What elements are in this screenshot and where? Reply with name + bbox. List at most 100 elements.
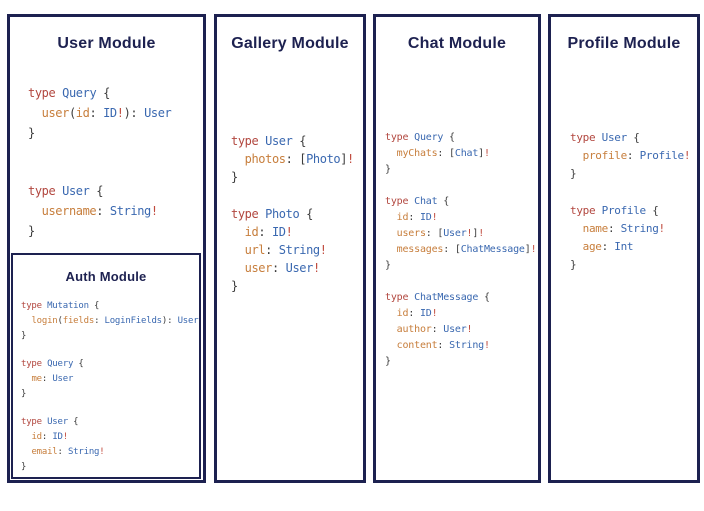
code-line: author: User!	[385, 322, 536, 338]
code-token: }	[28, 224, 35, 238]
code-line: type Profile {	[570, 202, 690, 220]
code-token: !	[530, 244, 537, 255]
code-block: type ChatMessage { id: ID! author: User!…	[385, 290, 536, 370]
code-token: String	[278, 243, 320, 257]
code-token: {	[89, 184, 104, 198]
code-line: id: ID!	[385, 306, 536, 322]
code-token: }	[385, 356, 391, 367]
panel-title: Chat Module	[407, 35, 507, 52]
code-token	[28, 204, 42, 218]
code-line: content: String!	[385, 338, 536, 354]
code-token: :	[601, 240, 615, 253]
code-token: : [	[437, 148, 455, 159]
code-token: User	[177, 316, 199, 326]
code-token: Photo	[306, 152, 341, 166]
code-line: }	[385, 162, 536, 178]
code-token: !	[431, 212, 438, 223]
code-token: !	[150, 204, 158, 218]
code-token: type	[385, 292, 409, 303]
code-token: ID	[52, 432, 63, 442]
code-token: User	[443, 228, 467, 239]
code-block: type Query { user(id: ID!): User}	[28, 83, 172, 143]
code-token: !	[484, 340, 490, 351]
code-token: !	[466, 324, 473, 335]
code-line: type ChatMessage {	[385, 290, 536, 306]
code-token: Query	[47, 359, 74, 369]
code-line: age: Int	[570, 238, 690, 256]
code-token: Profile	[639, 149, 685, 162]
code-token	[385, 340, 397, 351]
code-token: ID	[419, 212, 432, 223]
code-token: {	[645, 204, 659, 217]
code-token	[21, 432, 31, 442]
code-token: String	[449, 340, 484, 351]
code-token: }	[570, 258, 577, 271]
code-line: user(id: ID!): User	[28, 103, 172, 123]
code-line: type User {	[231, 132, 354, 150]
code-line: messages: [ChatMessage]!	[385, 242, 537, 258]
code-token: {	[88, 301, 100, 311]
code-token: }	[385, 164, 391, 175]
code-block: type Query { me: User}	[21, 357, 198, 402]
code-line: type User {	[28, 181, 171, 201]
code-token: User	[601, 131, 628, 144]
code-line: id: ID!	[385, 210, 536, 226]
code-token: :	[437, 340, 450, 351]
code-token: myChats	[396, 148, 438, 159]
code-token: }	[21, 331, 27, 341]
code-token: type	[570, 204, 596, 217]
code-token: :	[265, 243, 279, 257]
code-token: user	[41, 106, 70, 120]
code-token	[231, 152, 245, 166]
code-token: ChatMessage	[414, 292, 479, 303]
code-line: id: ID!	[231, 223, 354, 241]
code-line: url: String!	[231, 241, 354, 259]
code-token	[231, 225, 245, 239]
schema-code: type Query { myChats: [Chat]!}type Chat …	[385, 130, 537, 370]
code-token: Mutation	[47, 301, 89, 311]
code-token: content	[396, 340, 438, 351]
code-line: myChats: [Chat]!	[385, 146, 536, 162]
code-token: type	[385, 132, 409, 143]
code-block: type User { username: String!}	[28, 181, 171, 241]
code-token: }	[385, 260, 391, 271]
code-line: id: ID!	[21, 430, 198, 445]
code-token: Query	[414, 132, 444, 143]
code-token: ]	[478, 148, 484, 159]
code-token: : [	[425, 228, 444, 239]
code-token: :	[258, 225, 272, 239]
code-token	[385, 148, 397, 159]
code-token: type	[21, 301, 42, 311]
code-line: type User {	[21, 415, 198, 430]
code-line: login(fields: LoginFields): User	[21, 314, 198, 329]
code-token: Int	[614, 240, 634, 253]
code-token: url	[244, 243, 266, 257]
code-token: }	[570, 167, 577, 180]
code-line: type Mutation {	[21, 299, 198, 314]
code-token: ID	[419, 308, 432, 319]
code-token: {	[292, 134, 307, 148]
code-token: ChatMessage	[460, 244, 525, 255]
code-token: :	[626, 149, 640, 162]
code-token: name	[582, 222, 609, 235]
code-block: type Profile { name: String! age: Int}	[570, 202, 690, 274]
code-line: }	[21, 387, 198, 402]
code-token: :	[607, 222, 621, 235]
code-token: type	[231, 207, 259, 221]
code-token: id	[31, 432, 42, 442]
code-block: type Chat { id: ID! users: [User!]! mess…	[385, 194, 537, 274]
code-token: !	[478, 228, 485, 239]
code-token: author	[396, 324, 432, 335]
code-line: }	[231, 277, 354, 295]
code-token: login	[31, 316, 58, 326]
code-token: !	[466, 228, 473, 239]
code-token	[570, 240, 583, 253]
code-token: {	[443, 132, 455, 143]
code-token: age	[582, 240, 602, 253]
code-token: (	[57, 316, 63, 326]
code-token: type	[385, 196, 409, 207]
code-token	[21, 316, 31, 326]
code-line: photos: [Photo]!	[231, 150, 355, 168]
code-token: id	[75, 106, 90, 120]
